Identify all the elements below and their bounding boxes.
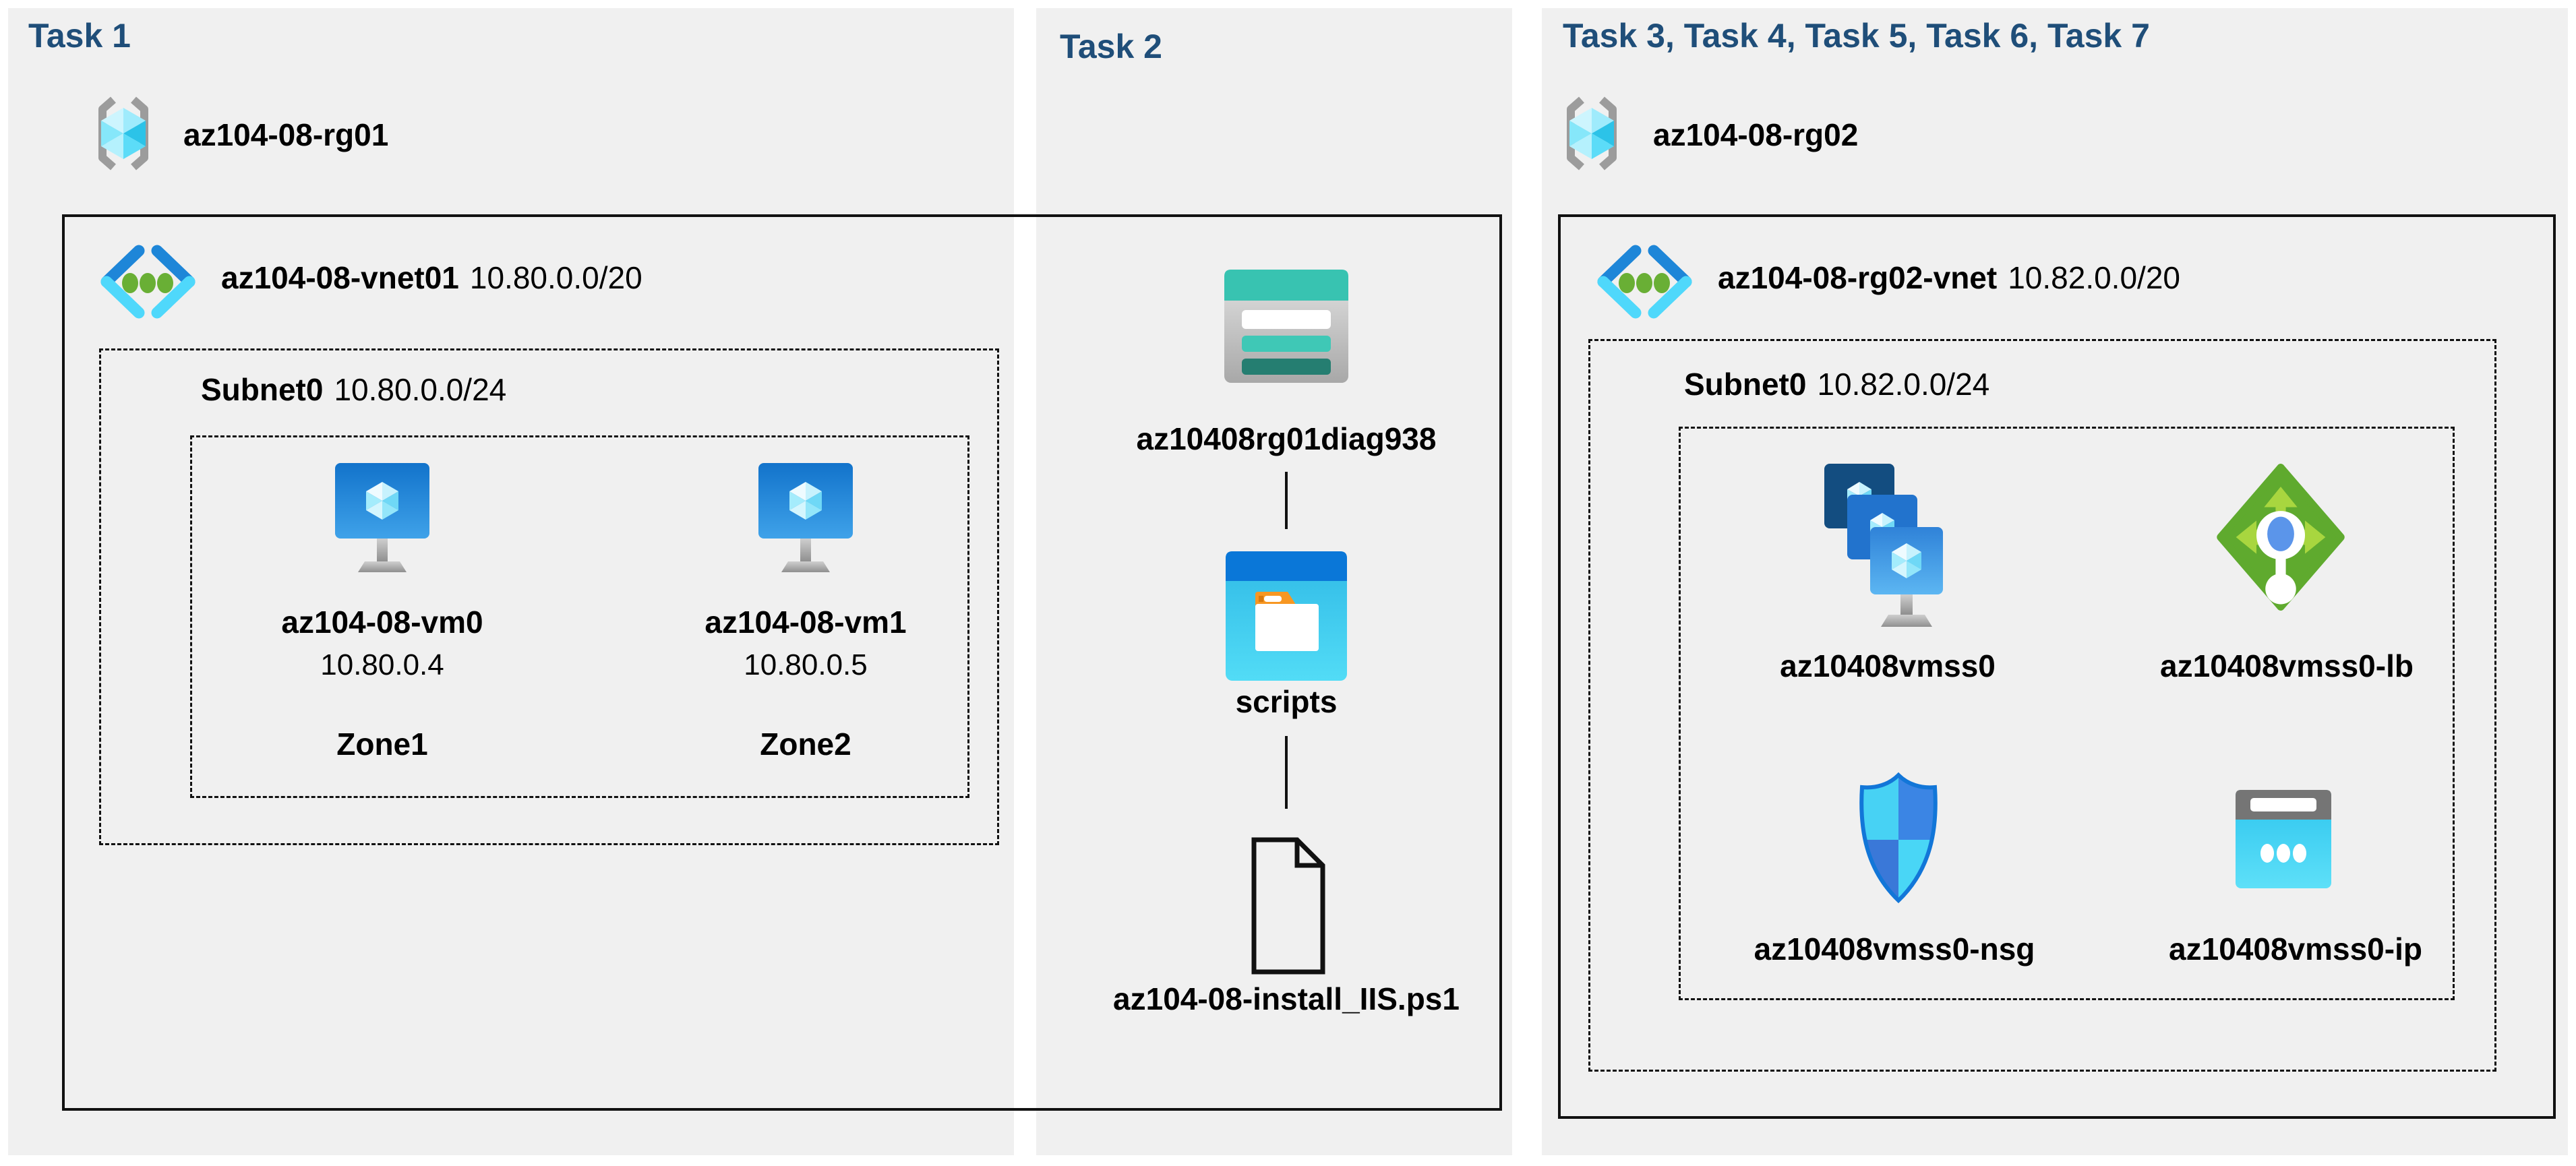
subnet3-name: Subnet0 bbox=[1684, 367, 1807, 402]
resource-group-icon bbox=[98, 96, 148, 171]
task3-panel bbox=[1542, 8, 2568, 1155]
subnet3-label: Subnet0 10.82.0.0/24 bbox=[1684, 369, 1989, 400]
virtual-network-icon bbox=[1597, 245, 1692, 319]
vm1-ip: 10.80.0.5 bbox=[744, 648, 868, 681]
vmss-label: az10408vmss0 bbox=[1780, 648, 1996, 683]
vnet1-name: az104-08-vnet01 bbox=[221, 260, 459, 295]
task1-vnet-box bbox=[62, 214, 1502, 1111]
virtual-machine-icon bbox=[335, 463, 429, 572]
connector-scripts-file bbox=[1285, 736, 1288, 809]
vnet1-label: az104-08-vnet01 10.80.0.0/20 bbox=[221, 262, 642, 293]
subnet1-cidr: 10.80.0.0/24 bbox=[334, 372, 507, 407]
task3-title: Task 3, Task 4, Task 5, Task 6, Task 7 bbox=[1563, 17, 2150, 55]
task2-title: Task 2 bbox=[1060, 28, 1162, 65]
task3-subnet-box bbox=[1588, 339, 2496, 1072]
storage-account-icon bbox=[1224, 270, 1348, 383]
vnet3-label: az104-08-rg02-vnet 10.82.0.0/20 bbox=[1718, 262, 2180, 293]
vm0-name: az104-08-vm0 bbox=[281, 605, 483, 640]
document-file-icon bbox=[1251, 837, 1325, 975]
load-balancer-icon bbox=[2217, 464, 2345, 611]
task1-title: Task 1 bbox=[28, 17, 131, 55]
storage-account-label: az10408rg01diag938 bbox=[1136, 421, 1437, 456]
vm1-name: az104-08-vm1 bbox=[705, 605, 907, 640]
task1-subnet-box bbox=[99, 348, 999, 845]
rg2-label: az104-08-rg02 bbox=[1653, 117, 1859, 152]
rg1-label: az104-08-rg01 bbox=[183, 117, 389, 152]
task1-zones-box bbox=[190, 435, 969, 798]
vm0-zone: Zone1 bbox=[336, 727, 428, 762]
vm0-ip: 10.80.0.4 bbox=[320, 648, 444, 681]
virtual-network-icon bbox=[100, 245, 196, 319]
virtual-machine-icon bbox=[758, 463, 853, 572]
subnet1-label: Subnet0 10.80.0.0/24 bbox=[201, 374, 506, 405]
connector-storage-scripts bbox=[1285, 472, 1288, 529]
public-ip-label: az10408vmss0-ip bbox=[2169, 931, 2422, 966]
shield-icon bbox=[1859, 772, 1938, 904]
folder-container-icon bbox=[1226, 551, 1347, 681]
task3-resources-box bbox=[1679, 427, 2455, 1000]
public-ip-icon bbox=[2236, 790, 2331, 888]
vnet3-name: az104-08-rg02-vnet bbox=[1718, 260, 1998, 295]
task1-panel bbox=[8, 8, 1014, 1155]
vm1-zone: Zone2 bbox=[760, 727, 851, 762]
subnet3-cidr: 10.82.0.0/24 bbox=[1817, 367, 1990, 402]
vnet3-cidr: 10.82.0.0/20 bbox=[2008, 260, 2180, 295]
resource-group-icon bbox=[1567, 96, 1617, 171]
vm-scale-set-icon bbox=[1824, 464, 1943, 627]
nsg-label: az10408vmss0-nsg bbox=[1754, 931, 2035, 966]
vnet1-cidr: 10.80.0.0/20 bbox=[469, 260, 642, 295]
load-balancer-label: az10408vmss0-lb bbox=[2160, 648, 2414, 683]
script-file-label: az104-08-install_IIS.ps1 bbox=[1113, 981, 1460, 1016]
task3-vnet-box bbox=[1558, 214, 2556, 1119]
scripts-label: scripts bbox=[1235, 684, 1338, 719]
subnet1-name: Subnet0 bbox=[201, 372, 324, 407]
